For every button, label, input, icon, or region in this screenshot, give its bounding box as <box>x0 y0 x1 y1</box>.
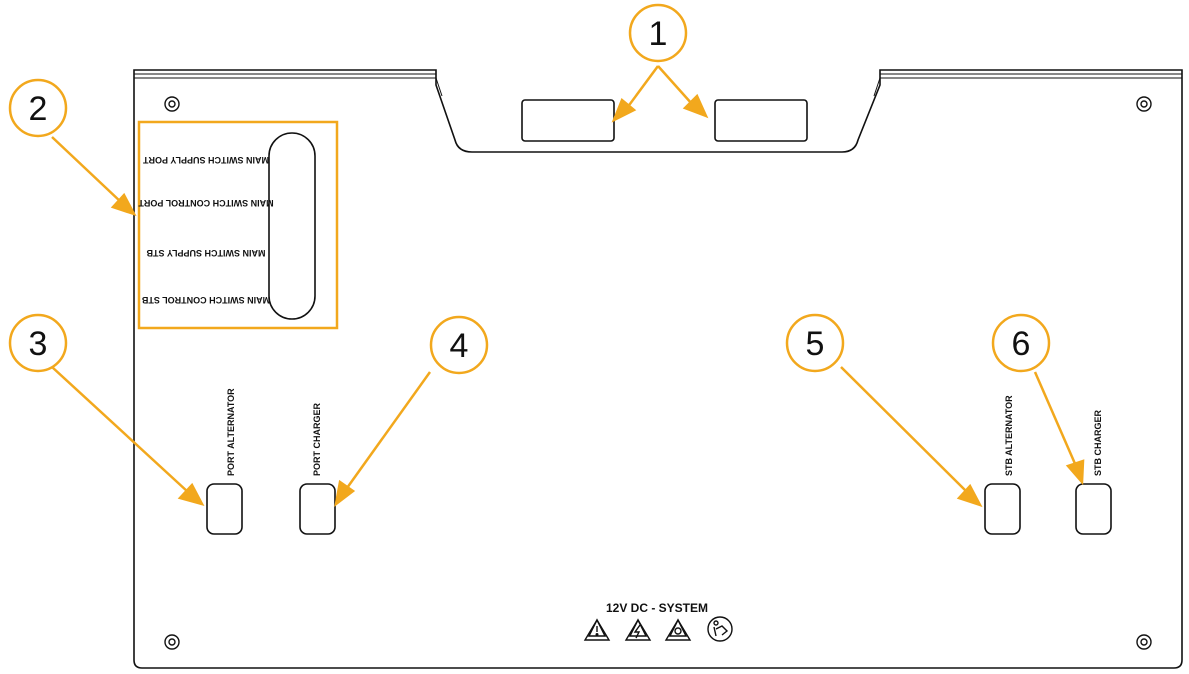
socket-stb-charger <box>1075 483 1112 535</box>
socket-labels: PORT ALTERNATOR PORT CHARGER STB ALTERNA… <box>226 388 1103 476</box>
system-label: 12V DC - SYSTEM <box>606 601 708 615</box>
sockets <box>206 483 1112 535</box>
callout-arrows <box>51 65 1085 508</box>
svg-text:2: 2 <box>29 90 48 128</box>
callout-2: 2 <box>8 78 68 138</box>
warning-triangle-icon <box>583 618 611 641</box>
socket-port-alternator <box>206 483 243 535</box>
svg-text:6: 6 <box>1012 325 1031 363</box>
electric-hazard-icon <box>624 618 652 641</box>
callout-4: 4 <box>429 315 489 375</box>
svg-text:3: 3 <box>29 325 48 363</box>
stb-alternator-label: STB ALTERNATOR <box>1004 395 1014 476</box>
socket-stb-alternator <box>984 483 1021 535</box>
socket-port-charger <box>299 483 336 535</box>
main-switch-label: MAIN SWITCH CONTROL PORT <box>138 198 274 208</box>
main-switch-label: MAIN SWITCH SUPPLY STB <box>146 248 266 258</box>
callout-3: 3 <box>8 313 68 373</box>
heat-hazard-icon <box>664 618 692 641</box>
callout-1: 1 <box>628 3 688 63</box>
port-charger-label: PORT CHARGER <box>312 402 322 476</box>
panel-flange-lines <box>134 73 1182 97</box>
top-cutouts <box>521 99 808 142</box>
svg-text:4: 4 <box>450 327 469 365</box>
callout-6: 6 <box>991 313 1051 373</box>
top-cutout-left <box>521 99 615 142</box>
main-switch-labels: MAIN SWITCH SUPPLY PORT MAIN SWITCH CONT… <box>138 155 274 305</box>
main-switch-highlight <box>137 120 339 330</box>
main-switch-slot <box>268 132 316 320</box>
read-manual-icon <box>707 616 733 642</box>
main-switch-label: MAIN SWITCH CONTROL STB <box>141 295 270 305</box>
main-switch-label: MAIN SWITCH SUPPLY PORT <box>142 155 269 165</box>
top-cutout-right <box>714 99 808 142</box>
svg-text:5: 5 <box>806 325 825 363</box>
callout-circles: 1 2 3 4 5 6 <box>8 3 1051 375</box>
callout-5: 5 <box>785 313 845 373</box>
screw-hole-icon <box>164 96 1152 650</box>
panel-outline <box>133 69 1183 669</box>
svg-text:1: 1 <box>649 15 668 53</box>
port-alternator-label: PORT ALTERNATOR <box>226 388 236 476</box>
stb-charger-label: STB CHARGER <box>1093 409 1103 476</box>
